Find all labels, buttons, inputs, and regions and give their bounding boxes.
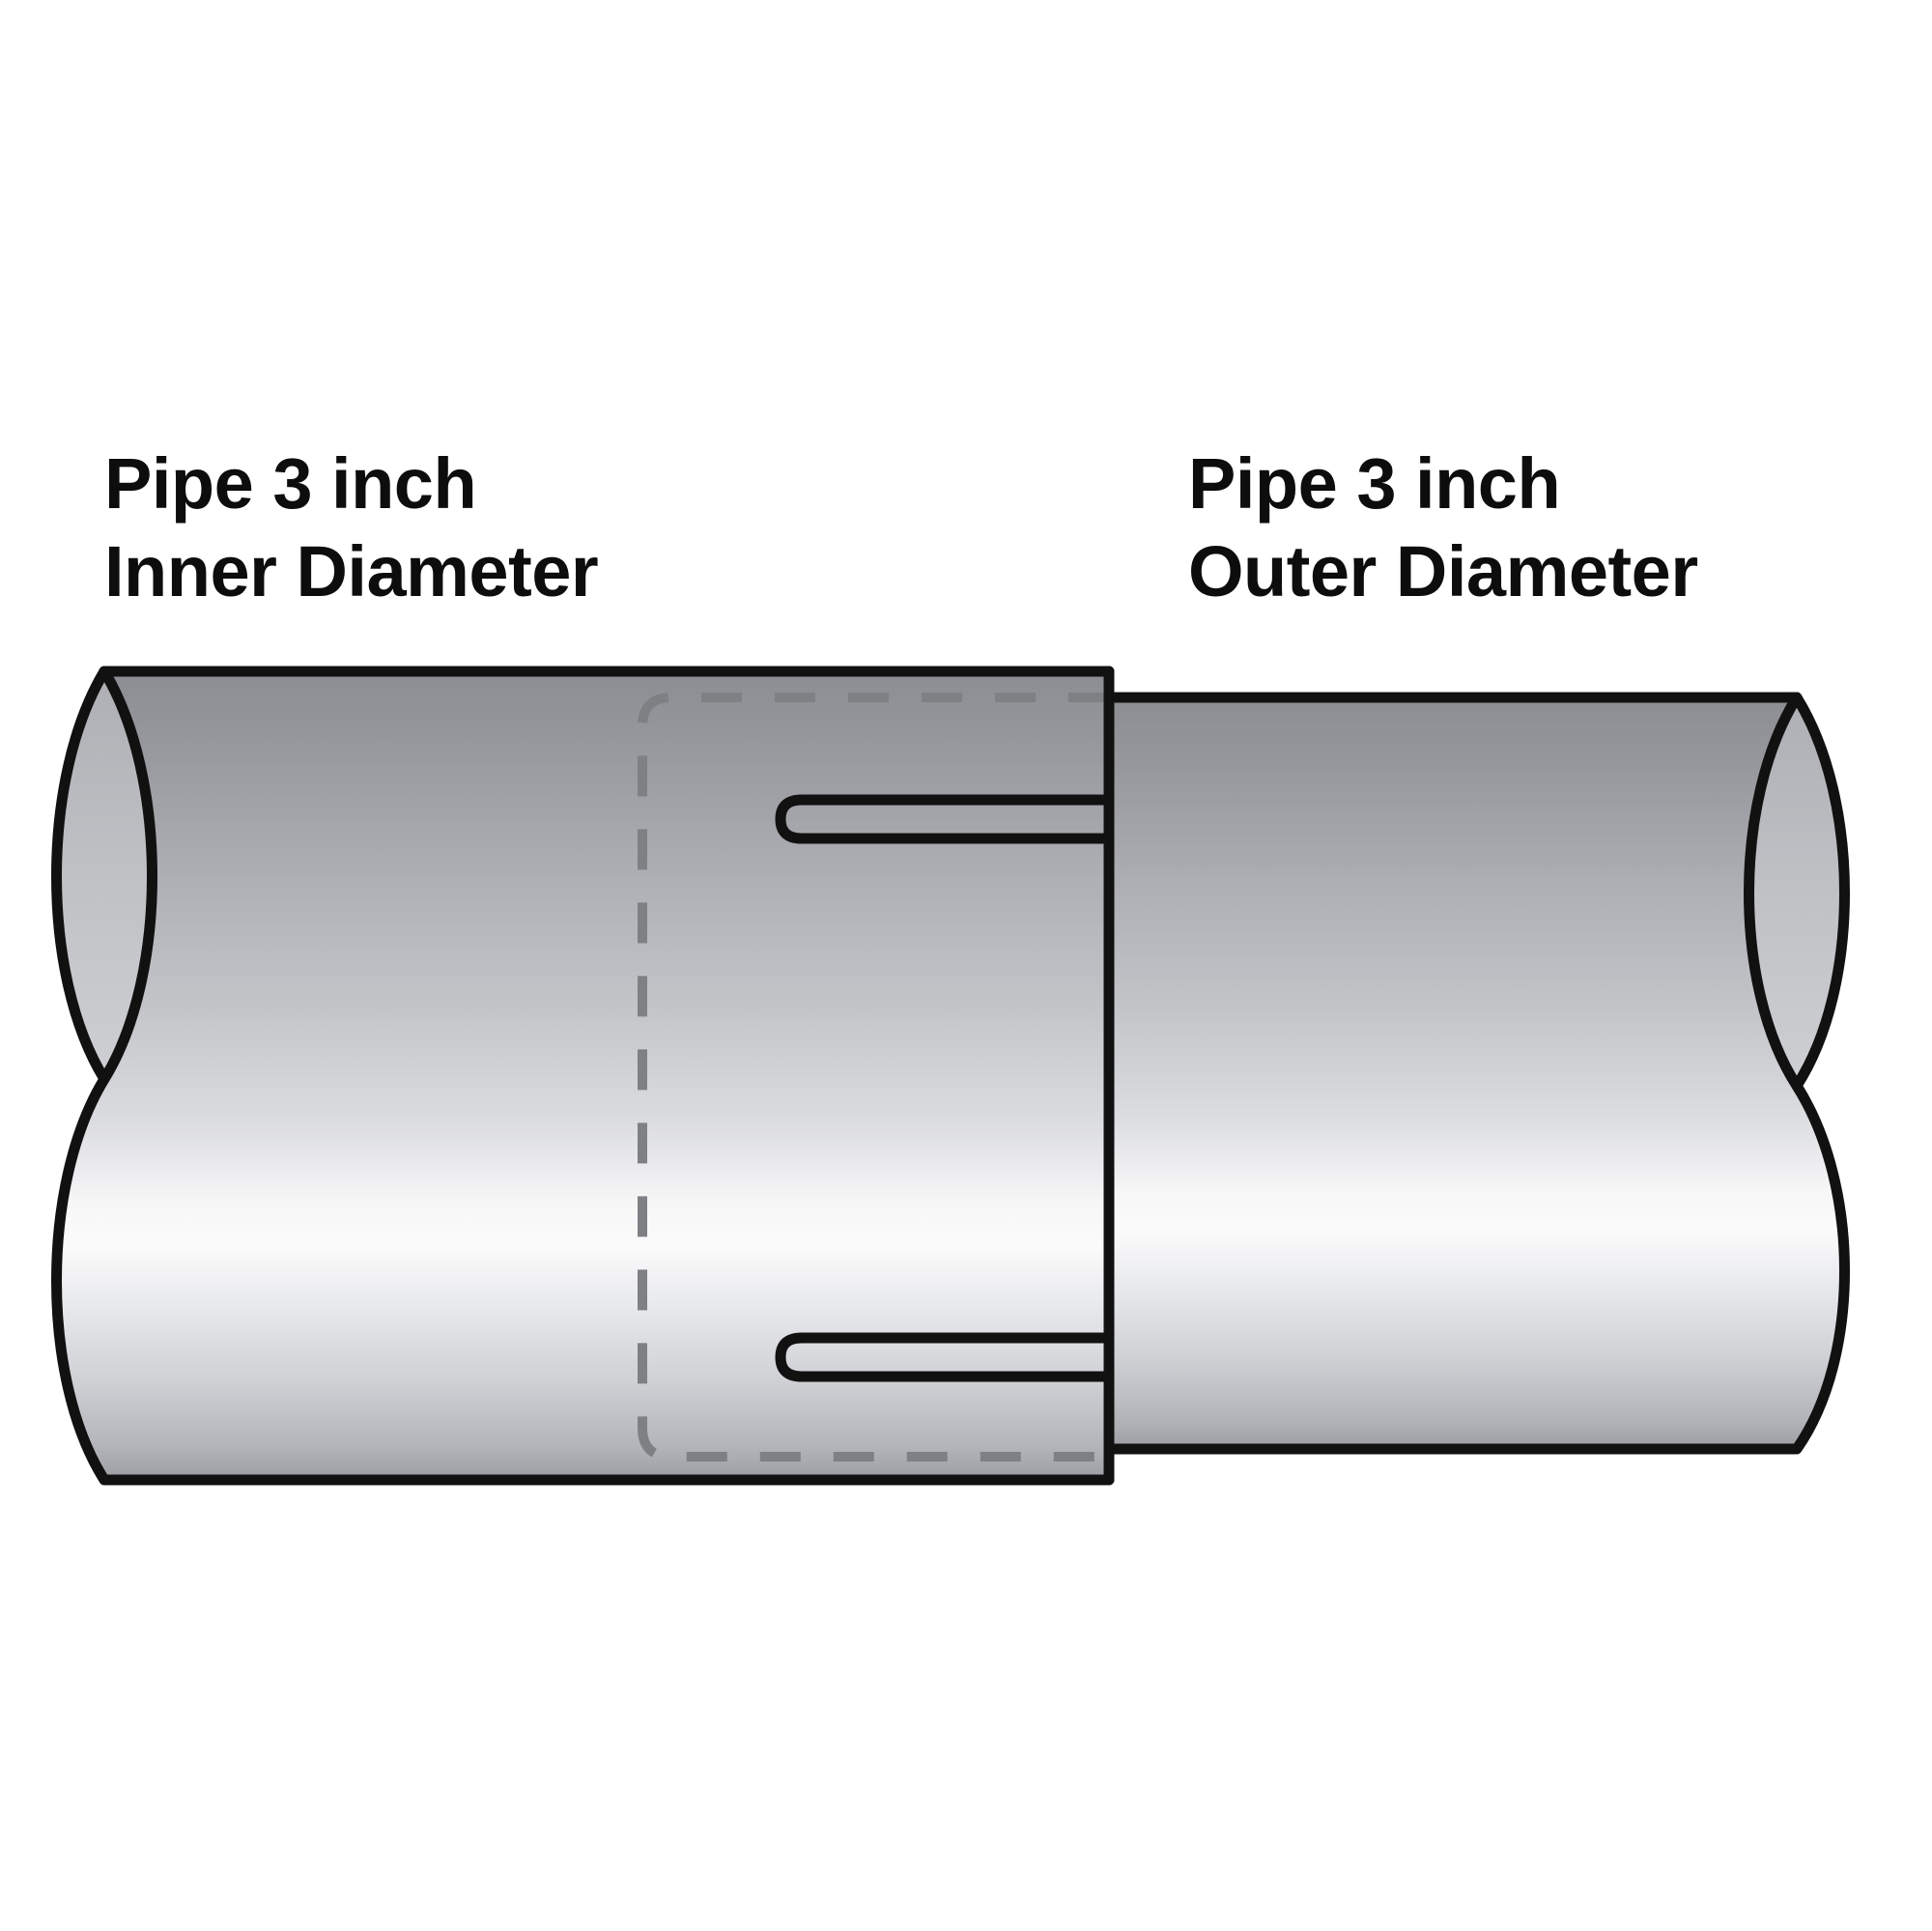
hidden-edge-top-and-left [638, 693, 1109, 1462]
right-pipe-bore-lens [1748, 697, 1845, 1086]
slot-lower [775, 1332, 1115, 1382]
right-pipe-label-line1: Pipe 3 inch [1188, 443, 1561, 524]
left-pipe-bore-inner-arc [99, 666, 157, 1085]
left-pipe-outline [51, 666, 1115, 1486]
right-pipe-bore-inner-arc [1744, 692, 1803, 1092]
slot-group [775, 794, 1115, 1382]
left-pipe-body [56, 671, 1109, 1480]
hidden-edge [638, 693, 1109, 1462]
right-pipe-label-line2: Outer Diameter [1188, 531, 1698, 612]
left-pipe-label-line2: Inner Diameter [104, 531, 599, 612]
right-pipe-label: Pipe 3 inch Outer Diameter [1188, 440, 1698, 615]
left-pipe-label: Pipe 3 inch Inner Diameter [104, 440, 599, 615]
right-pipe-body [1109, 697, 1845, 1449]
left-pipe-label-line1: Pipe 3 inch [104, 443, 477, 524]
right-pipe [1103, 692, 1850, 1455]
slot-upper [775, 794, 1115, 844]
left-pipe [51, 666, 1115, 1486]
left-pipe-bore-lens [56, 671, 153, 1079]
